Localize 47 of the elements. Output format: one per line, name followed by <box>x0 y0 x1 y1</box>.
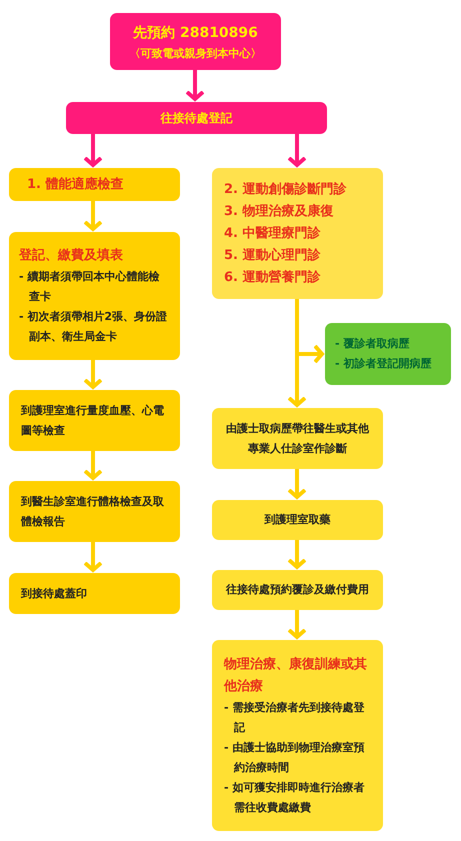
arrow <box>287 540 307 569</box>
bullet-text: - 覆診者取病歷 <box>335 336 410 352</box>
process-box <box>9 232 180 360</box>
bullet-text: - 由護士協助到物理治療室預約治療時間 <box>224 740 366 776</box>
heading-text: 6. 運動營養門診 <box>224 268 322 286</box>
heading-text: 1. 體能適應檢查 <box>27 176 125 194</box>
process-box <box>212 408 383 469</box>
process-box <box>9 481 180 542</box>
arrow <box>83 542 103 572</box>
arrow <box>287 469 307 499</box>
arrow <box>83 134 103 167</box>
bullet-text: - 續期者須帶回本中心體能檢查卡 <box>19 269 160 305</box>
heading-text: 物理治療、康復訓練或其他治療 <box>224 656 368 696</box>
bullet-text: - 初診者登記開病歷 <box>335 356 432 372</box>
process-box <box>9 573 180 614</box>
heading-text: 登記、繳費及填表 <box>19 247 124 265</box>
process-box <box>9 168 180 201</box>
arrow <box>185 70 205 101</box>
body-text: 到醫生診室進行體格檢查及取體檢報告 <box>21 494 165 530</box>
process-box <box>212 168 383 299</box>
process-box <box>212 640 383 831</box>
heading-text: 先預約 28810896 <box>132 24 259 42</box>
bullet-text: - 初次者須帶相片2張、身份證副本、衛生局金卡 <box>19 309 168 345</box>
arrow <box>287 134 307 167</box>
heading-text: 3. 物理治療及康復 <box>224 202 335 220</box>
body-text: 到護理室取藥 <box>263 512 332 528</box>
heading-text: 2. 運動創傷診斷門診 <box>224 180 348 198</box>
process-box <box>212 570 383 610</box>
body-text: 到接待處蓋印 <box>21 586 88 602</box>
arrow <box>83 360 103 389</box>
heading-text: 4. 中醫理療門診 <box>224 224 322 242</box>
bullet-text: - 需接受治療者先到接待處登記 <box>224 700 366 736</box>
heading-text: 〈可致電或親身到本中心〉 <box>128 46 262 62</box>
bullet-text: - 如可獲安排即時進行治療者需往收費處繳費 <box>224 780 366 816</box>
process-box <box>325 323 451 385</box>
body-text: 到護理室進行量度血壓、心電圖等檢查 <box>21 402 165 438</box>
body-text: 往接待處預約覆診及繳付費用 <box>224 582 370 598</box>
arrow <box>83 201 103 231</box>
body-text: 由護士取病歷帶往醫生或其他專業人仕診室作診斷 <box>226 420 369 456</box>
heading-text: 5. 運動心理門診 <box>224 246 322 264</box>
header-box <box>110 13 281 70</box>
heading-text: 往接待處登記 <box>159 110 234 127</box>
process-box <box>212 500 383 540</box>
header-box <box>66 102 327 134</box>
process-box <box>9 390 180 451</box>
arrow <box>83 451 103 480</box>
arrow <box>287 610 307 639</box>
